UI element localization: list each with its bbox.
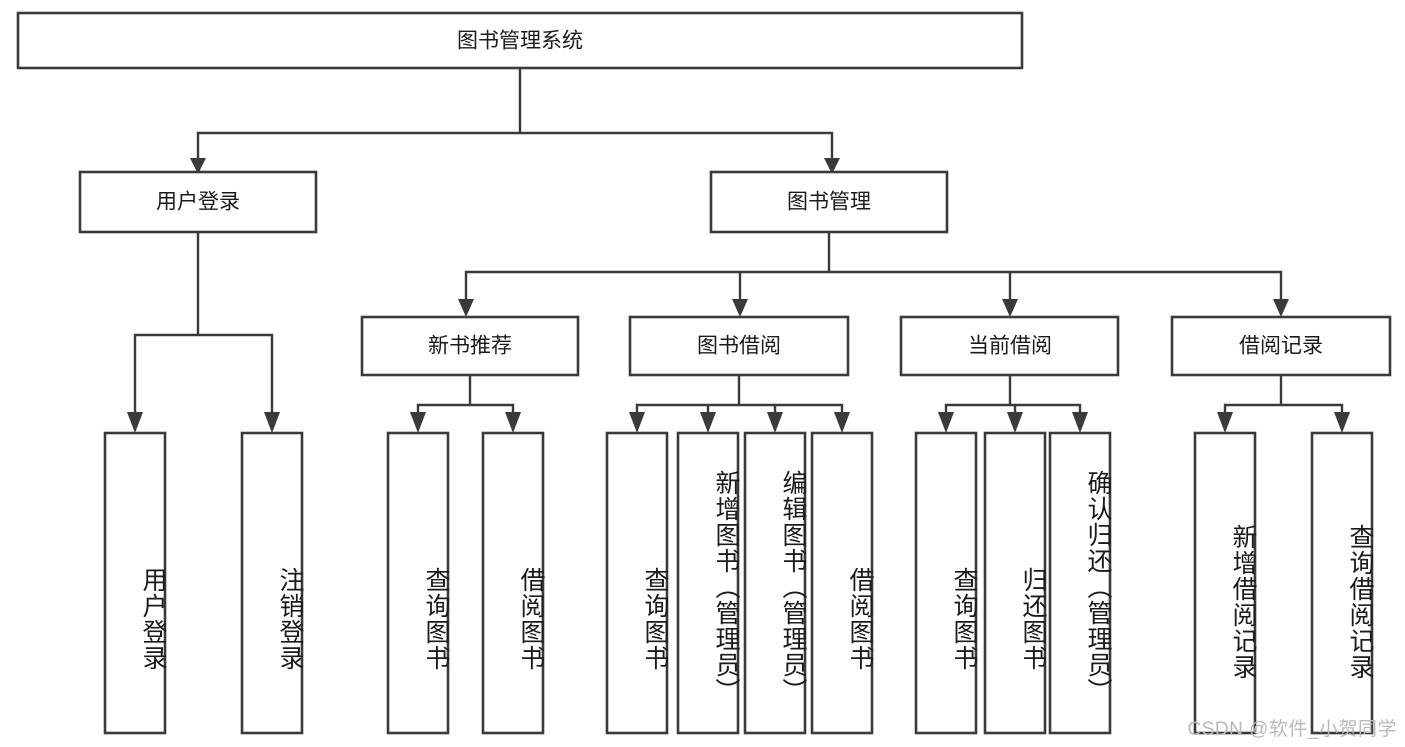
node-leaf-query-book-rec[interactable] [386,431,450,735]
node-new-book-rec[interactable] [360,315,580,377]
arrow-root-to-user-login [190,158,206,174]
node-book-manage-label: 图书管理 [787,191,871,214]
node-leaf-query-book-cur[interactable] [914,431,978,735]
node-leaf-add-record[interactable] [1193,431,1257,735]
watermark: CSDN @软件_小贺同学 [1187,719,1397,740]
arrow-to-leaf-query-book-cur [938,412,954,433]
node-current-borrow[interactable] [899,315,1120,377]
arrow-to-leaf-edit-book [767,412,783,433]
arrow-to-leaf-add-record [1217,412,1233,433]
arrow-to-leaf-user-logout [264,412,280,433]
node-root[interactable] [16,11,1024,70]
arrow-to-leaf-user-login [127,412,143,433]
node-book-manage[interactable] [709,170,949,234]
node-leaf-add-book[interactable] [676,431,740,735]
arrow-to-new-book-rec [458,299,474,317]
arrow-to-book-borrow [732,299,748,317]
node-root-label: 图书管理系统 [457,30,583,53]
node-borrow-record[interactable] [1170,315,1392,377]
arrow-to-leaf-query-book-borrow [629,412,645,433]
arrow-to-leaf-borrow-book-rec [505,412,521,433]
node-user-login-label: 用户登录 [156,191,240,214]
arrow-to-current-borrow [1002,299,1018,317]
arrow-to-leaf-add-book [700,412,716,433]
node-new-book-rec-label: 新书推荐 [428,335,512,358]
edge-borrowrecord-bus [1223,373,1344,416]
connector-layer [127,66,1350,433]
arrow-to-leaf-confirm-return [1072,412,1088,433]
node-current-borrow-label: 当前借阅 [968,335,1052,358]
node-layer: 图书管理系统 用户登录 图书管理 新书推荐 图书借阅 当前借阅 借阅记录 [16,11,1392,735]
arrow-to-leaf-query-book-rec [410,412,426,433]
arrow-to-leaf-query-record [1334,412,1350,433]
edge-bookborrow-bus [635,373,844,416]
node-borrow-record-label: 借阅记录 [1239,335,1323,358]
edge-root-bus [196,66,834,162]
node-leaf-user-logout[interactable] [240,431,304,735]
node-user-login[interactable] [78,170,318,234]
edge-bookmanage-bus [464,230,1283,304]
node-leaf-user-login[interactable] [103,431,167,735]
edge-userlogin-bus [133,230,274,416]
edge-newbookrec-bus [416,373,515,416]
node-leaf-confirm-return[interactable] [1048,431,1112,735]
edge-currentborrow-bus [944,373,1082,416]
node-book-borrow-label: 图书借阅 [697,335,781,358]
node-leaf-query-record[interactable] [1310,431,1374,735]
node-leaf-borrow-book[interactable] [810,431,874,735]
node-leaf-query-book-borrow[interactable] [605,431,669,735]
arrow-to-borrow-record [1273,299,1289,317]
node-leaf-return-book[interactable] [983,431,1047,735]
arrow-root-to-book-manage [824,158,840,174]
arrow-to-leaf-borrow-book [834,412,850,433]
node-book-borrow[interactable] [628,315,850,377]
arrow-to-leaf-return-book [1007,412,1023,433]
node-leaf-borrow-book-rec[interactable] [481,431,545,735]
node-leaf-edit-book[interactable] [743,431,807,735]
